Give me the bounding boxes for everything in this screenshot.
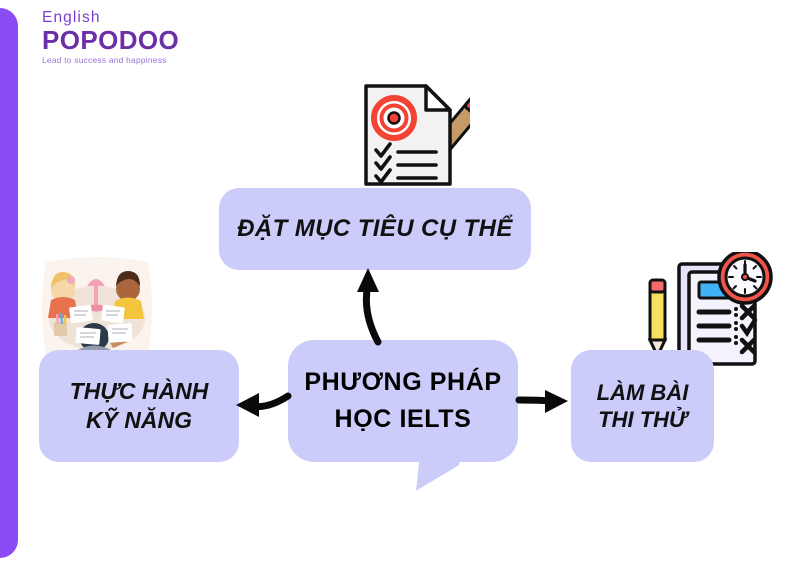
node-mocktest-label: LÀM BÀI THI THỬ	[596, 379, 689, 433]
brand-logo: English POPODOO Lead to success and happ…	[42, 10, 222, 64]
students-studying-illustration	[36, 256, 158, 360]
center-line-2: HỌC IELTS	[334, 405, 472, 433]
node-center-topic[interactable]: PHƯƠNG PHÁP HỌC IELTS	[288, 340, 518, 462]
node-goal-label: ĐẶT MỤC TIÊU CỤ THỂ	[237, 215, 513, 242]
mock-test-icon	[637, 249, 777, 372]
arrow-up-icon	[357, 268, 382, 346]
goal-document-icon	[352, 78, 488, 192]
left-accent-bar	[0, 8, 18, 558]
node-practice-label: THỰC HÀNH KỸ NĂNG	[69, 378, 209, 433]
logo-tagline: Lead to success and happiness	[42, 54, 167, 65]
center-line-1: PHƯƠNG PHÁP	[304, 367, 502, 396]
arrow-left-icon	[236, 392, 292, 417]
arrow-right-icon	[515, 390, 568, 413]
node-practice[interactable]: THỰC HÀNH KỸ NĂNG	[39, 350, 239, 462]
logo-line-popodoo: POPODOO	[42, 24, 180, 55]
node-goal[interactable]: ĐẶT MỤC TIÊU CỤ THỂ	[219, 188, 531, 270]
logo-line-english: English	[42, 9, 101, 26]
node-mocktest[interactable]: LÀM BÀI THI THỬ	[571, 350, 714, 462]
